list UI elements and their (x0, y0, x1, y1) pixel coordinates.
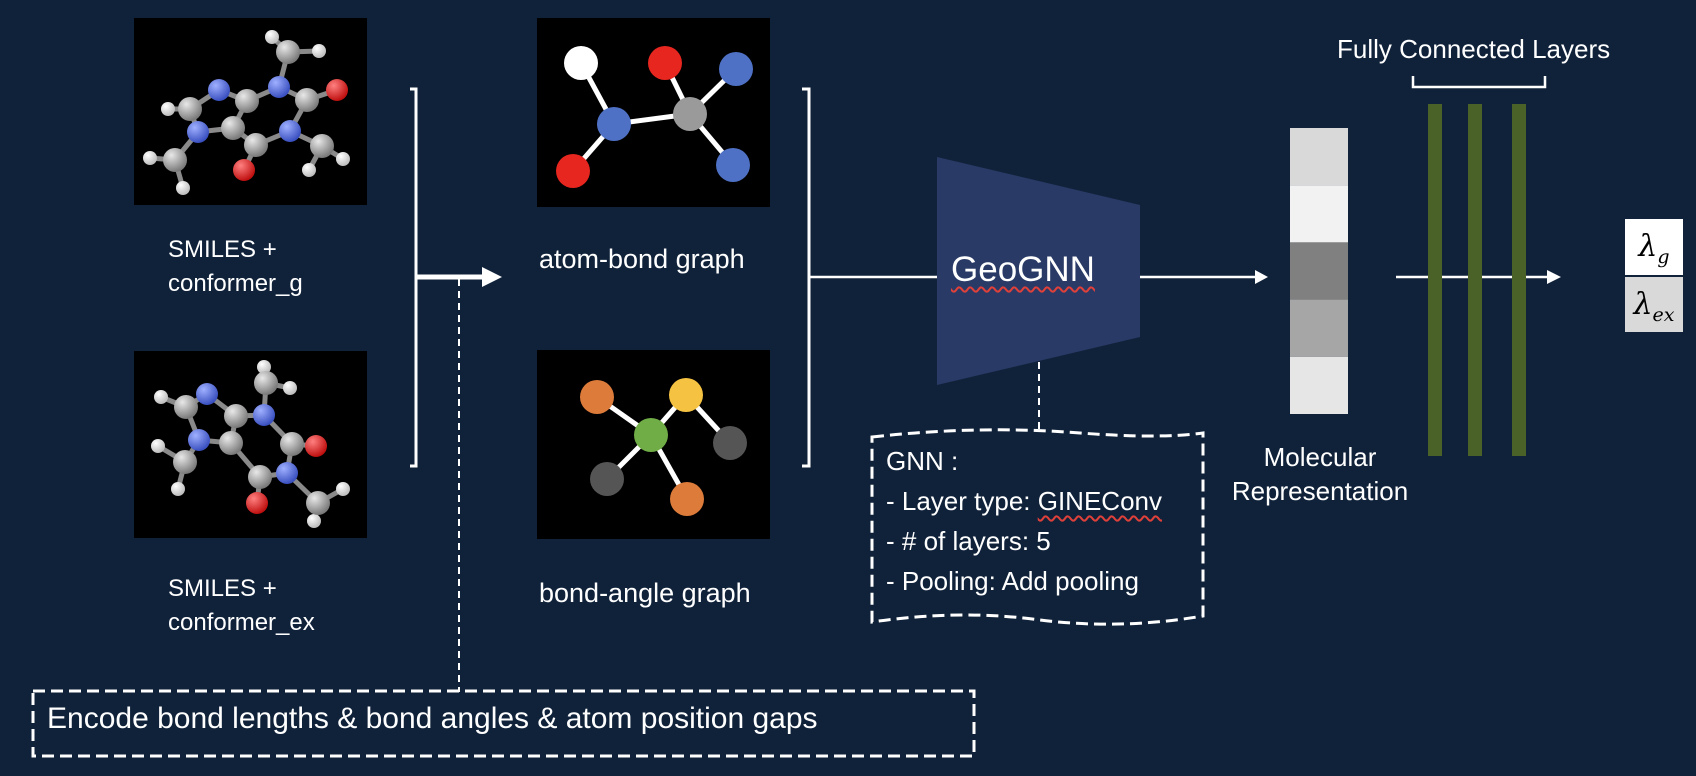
molecule-label-line2: conformer_g (168, 270, 303, 297)
representation-cell (1290, 185, 1348, 243)
geognn-title: GeoGNN (951, 250, 1095, 290)
layer-type-value: GINEConv (1037, 486, 1162, 516)
representation-label-line1: Molecular (1263, 442, 1377, 472)
molecule-label-conformer-ex: SMILES + conformer_ex (168, 572, 315, 640)
bond-angle-graph-label: bond-angle graph (539, 578, 751, 608)
representation-label-line2: Representation (1231, 476, 1409, 506)
molecule-label-line1: SMILES + (168, 575, 277, 602)
representation-cell (1290, 128, 1348, 186)
representation-cell (1290, 356, 1348, 414)
output-lambda-ex: λex (1625, 277, 1683, 333)
fc-layer-bars (1428, 104, 1526, 456)
encode-note-box (31, 689, 976, 758)
molecule-image-conformer-g (134, 18, 367, 205)
graph-bracket (802, 87, 811, 468)
fc-layer-bar (1468, 104, 1482, 456)
molecule-label-line1: SMILES + (168, 236, 277, 263)
model-details-layer-type: - Layer type: GINEConv (886, 486, 1162, 516)
encode-note-text: Encode bond lengths & bond angles & atom… (47, 702, 818, 735)
lambda-symbol: λ (1633, 287, 1653, 322)
fc-layers-brace (1411, 76, 1547, 89)
lambda-subscript: ex (1652, 304, 1675, 326)
fc-arrow-head (1547, 270, 1561, 284)
geognn-block (937, 157, 1140, 385)
output-box-lambda-g (1625, 219, 1683, 275)
atom-bond-graph-image (537, 18, 770, 207)
molecular-representation-label: Molecular Representation (1209, 440, 1431, 508)
representation-cell (1290, 242, 1348, 300)
model-details-num-layers: - # of layers: 5 (886, 526, 1051, 556)
model-details-box (870, 428, 1205, 626)
model-details-title: GNN : (886, 446, 959, 476)
input-bracket (410, 87, 418, 468)
output-box-lambda-ex (1625, 277, 1683, 332)
fc-layer-bar (1512, 104, 1526, 456)
lambda-symbol: λ (1638, 229, 1658, 264)
lambda-subscript: g (1657, 246, 1670, 268)
molecule-label-conformer-g: SMILES + conformer_g (168, 233, 303, 301)
model-details-pooling: - Pooling: Add pooling (886, 566, 1139, 596)
bond-angle-graph-image (537, 350, 770, 539)
fc-layer-bar (1428, 104, 1442, 456)
geognn-title-text: GeoGNN (951, 250, 1095, 289)
representation-cell (1290, 299, 1348, 357)
molecule-image-conformer-ex (134, 351, 367, 538)
molecule-label-line2: conformer_ex (168, 609, 315, 636)
merge-arrow-head (482, 267, 502, 287)
output-lambda-g: λg (1625, 219, 1683, 275)
model-output-arrow-head (1255, 270, 1268, 284)
model-details-text: GNN : - Layer type: GINEConv - # of laye… (886, 441, 1162, 601)
molecular-representation-vector (1290, 128, 1348, 414)
fc-layers-label: Fully Connected Layers (1337, 34, 1611, 64)
atom-bond-graph-label: atom-bond graph (539, 244, 745, 274)
